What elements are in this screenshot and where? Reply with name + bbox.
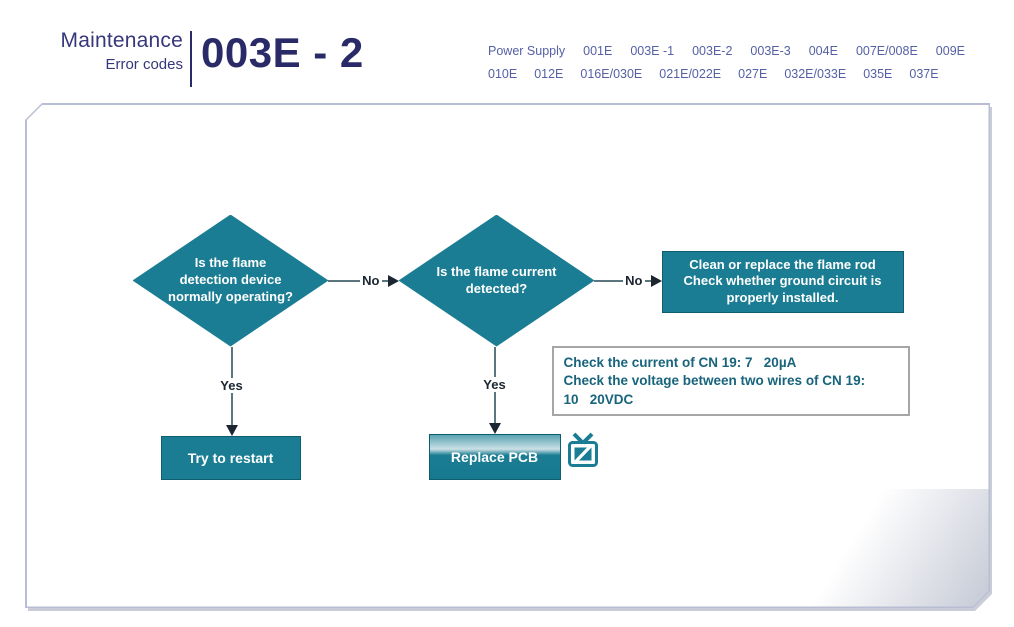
decision-flame-device: Is the flame detection device normally o… bbox=[133, 215, 329, 347]
connector-no-1: No bbox=[328, 273, 399, 289]
nav-item-009e[interactable]: 009E bbox=[935, 44, 965, 58]
connector-line bbox=[231, 393, 233, 425]
nav-row-1: Power Supply 001E 003E -1 003E-2 003E-3 … bbox=[488, 40, 998, 63]
action-replace-pcb-box: Replace PCB bbox=[429, 434, 561, 480]
tv-icon[interactable] bbox=[566, 432, 600, 469]
connector-yes-2: Yes bbox=[475, 347, 515, 434]
nav-item-037e[interactable]: 037E bbox=[909, 67, 939, 81]
arrowhead-down-icon bbox=[226, 425, 238, 436]
nav-item-032e-033e[interactable]: 032E/033E bbox=[784, 67, 847, 81]
nav-item-027e[interactable]: 027E bbox=[738, 67, 768, 81]
header-divider bbox=[190, 31, 192, 87]
tv-icon-glyph bbox=[566, 432, 600, 469]
note-line-3: 10 20VDC bbox=[563, 391, 634, 407]
corner-shine bbox=[754, 489, 989, 607]
error-code-title: 003E - 2 bbox=[201, 29, 364, 76]
arrowhead-right-icon bbox=[388, 275, 399, 287]
action-clean-line-2: Check whether ground circuit is bbox=[683, 273, 882, 289]
action-clean-line-1: Clean or replace the flame rod bbox=[689, 256, 876, 272]
decision-flame-current: Is the flame current detected? bbox=[399, 215, 595, 347]
connector-line bbox=[494, 347, 496, 378]
no-label-2: No bbox=[625, 273, 643, 288]
content-panel: Is the flame detection device normally o… bbox=[25, 103, 990, 608]
action-replace-pcb-text: Replace PCB bbox=[450, 448, 539, 465]
nav-item-010e[interactable]: 010E bbox=[488, 67, 518, 81]
yes-label-1: Yes bbox=[220, 378, 243, 393]
nav-item-021e-022e[interactable]: 021E/022E bbox=[659, 67, 722, 81]
error-code-nav: Power Supply 001E 003E -1 003E-2 003E-3 … bbox=[488, 40, 998, 86]
cn19-check-note-box: Check the current of CN 19: 7 20µA Check… bbox=[552, 346, 910, 416]
flowchart: Is the flame detection device normally o… bbox=[27, 105, 992, 610]
action-clean-line-3: properly installed. bbox=[726, 289, 839, 305]
decision-flame-current-text: Is the flame current detected? bbox=[436, 263, 557, 296]
no-label-1: No bbox=[362, 273, 380, 288]
connector-line bbox=[594, 280, 624, 282]
nav-item-035e[interactable]: 035E bbox=[863, 67, 893, 81]
yes-label-2: Yes bbox=[483, 377, 506, 392]
arrowhead-down-icon bbox=[489, 423, 501, 434]
nav-item-007e-008e[interactable]: 007E/008E bbox=[855, 44, 918, 58]
action-restart-text: Try to restart bbox=[187, 449, 274, 466]
action-clean-flame-rod-box: Clean or replace the flame rod Check whe… bbox=[662, 251, 904, 313]
nav-item-003e-2[interactable]: 003E-2 bbox=[692, 44, 733, 58]
nav-item-power-supply[interactable]: Power Supply bbox=[488, 44, 566, 58]
nav-item-004e[interactable]: 004E bbox=[808, 44, 838, 58]
nav-item-012e[interactable]: 012E bbox=[534, 67, 564, 81]
connector-no-2: No bbox=[594, 273, 662, 289]
connector-yes-1: Yes bbox=[212, 347, 252, 436]
nav-row-2: 010E 012E 016E/030E 021E/022E 027E 032E/… bbox=[488, 63, 998, 86]
note-line-1: Check the current of CN 19: 7 20µA bbox=[563, 354, 797, 370]
arrowhead-right-icon bbox=[651, 275, 662, 287]
nav-item-003e-3[interactable]: 003E-3 bbox=[750, 44, 791, 58]
connector-line bbox=[494, 392, 496, 423]
nav-item-001e[interactable]: 001E bbox=[583, 44, 613, 58]
connector-line bbox=[231, 347, 233, 379]
brand: Maintenance Error codes bbox=[0, 29, 183, 73]
content-panel-inner: Is the flame detection device normally o… bbox=[27, 105, 989, 607]
page-subtitle: Error codes bbox=[105, 56, 183, 73]
connector-line bbox=[382, 280, 388, 282]
connector-line bbox=[645, 280, 651, 282]
nav-item-016e-030e[interactable]: 016E/030E bbox=[580, 67, 643, 81]
decision-flame-device-text: Is the flame detection device normally o… bbox=[168, 255, 293, 304]
note-line-2: Check the voltage between two wires of C… bbox=[563, 373, 866, 389]
connector-line bbox=[328, 280, 361, 282]
page-title: Maintenance bbox=[60, 29, 183, 52]
action-restart-box: Try to restart bbox=[161, 436, 301, 480]
nav-item-003e-1[interactable]: 003E -1 bbox=[630, 44, 675, 58]
